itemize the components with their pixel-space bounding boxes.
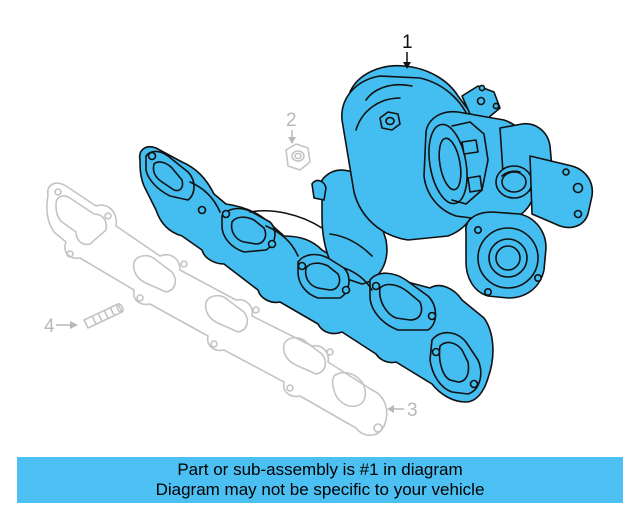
callout-4: 4 (44, 316, 78, 337)
stud-part-4[interactable] (83, 302, 124, 329)
parts-diagram: 1 2 3 4 (44, 32, 594, 437)
info-banner: Part or sub-assembly is #1 in diagram Di… (17, 457, 623, 503)
gasket-part-3[interactable] (46, 182, 388, 437)
banner-line-2: Diagram may not be specific to your vehi… (155, 480, 485, 499)
callout-2-arrowhead (288, 137, 296, 144)
turbocharger-manifold-part-1[interactable] (138, 64, 594, 403)
callout-1-arrowhead (403, 62, 411, 69)
callout-number-1: 1 (402, 32, 413, 53)
nut-part-2[interactable] (285, 143, 311, 171)
callout-3-arrowhead (387, 405, 394, 413)
callout-1: 1 (402, 32, 413, 69)
callout-4-arrowhead (70, 321, 78, 329)
callout-number-3: 3 (407, 400, 418, 421)
callout-number-4: 4 (44, 316, 55, 337)
callout-3: 3 (387, 400, 418, 421)
callout-number-2: 2 (286, 110, 297, 131)
callout-2: 2 (286, 110, 297, 144)
banner-line-1: Part or sub-assembly is #1 in diagram (177, 460, 463, 479)
